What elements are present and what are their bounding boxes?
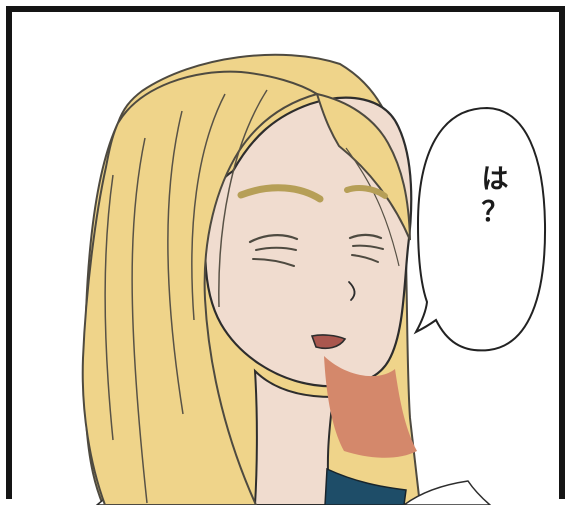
mouth <box>310 334 347 350</box>
right-eyebrow <box>344 185 388 199</box>
speech-line-1: は <box>481 164 509 195</box>
neck <box>253 368 335 505</box>
nose <box>348 281 356 301</box>
hair-front-right <box>315 92 411 241</box>
left-eyebrow <box>237 184 324 203</box>
speech-bubble-text: は ？ <box>469 166 521 286</box>
right-closed-eye <box>348 233 383 240</box>
hair-front-left <box>81 70 320 505</box>
panel-border <box>6 6 565 499</box>
speech-line-2: ？ <box>481 197 509 228</box>
left-closed-eye <box>248 234 299 244</box>
collar-right <box>324 467 407 505</box>
speech-bubble <box>413 106 547 352</box>
neck-shadow <box>324 356 417 458</box>
shirt-right <box>402 480 492 505</box>
